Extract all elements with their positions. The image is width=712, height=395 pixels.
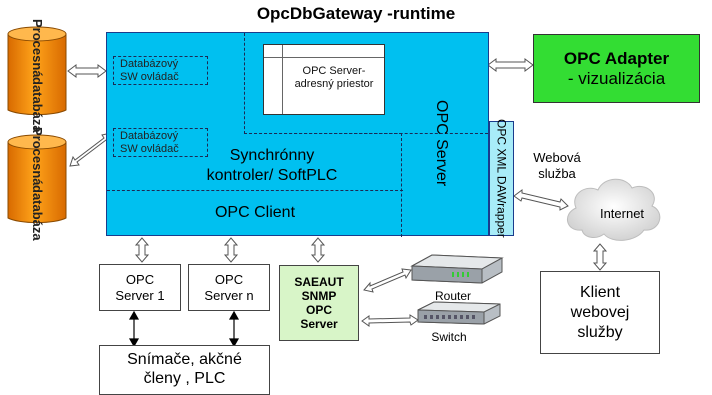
- internet-cloud: [567, 178, 661, 241]
- opc-client-divider: [107, 190, 403, 191]
- arrow-to-opc-server-n: [223, 237, 239, 263]
- switch-device: [417, 301, 501, 325]
- database-cylinder-bottom: [7, 134, 67, 224]
- diagram-title: OpcDbGateway -runtime: [256, 4, 456, 23]
- arrow-to-web-client: [592, 243, 608, 271]
- connector-layer: [7, 26, 661, 348]
- opc-adapter-title: OPC Adapter: [563, 48, 670, 68]
- softplc-boundary: [244, 133, 402, 237]
- arrow-wrapper-internet: [513, 189, 569, 211]
- arrow-to-saeaut: [310, 237, 326, 263]
- database-cylinder-top: [7, 26, 67, 116]
- address-space-header-line: [264, 57, 384, 58]
- opc-server-label: OPC Server: [433, 99, 450, 187]
- address-space-label: OPC Server-adresný priestor: [294, 65, 374, 90]
- arrow-server1-sensors: [128, 310, 140, 348]
- internet-label: Internet: [599, 206, 645, 221]
- arrow-servern-sensors: [228, 310, 240, 348]
- arrow-db-bottom: [69, 132, 112, 167]
- address-space-side-line: [282, 45, 283, 114]
- arrow-to-adapter: [487, 58, 534, 72]
- opc-client-label: OPC Client: [214, 204, 296, 221]
- arrow-db-top: [67, 64, 107, 78]
- arrow-saeaut-router: [363, 268, 412, 293]
- xml-wrapper-box: [489, 121, 514, 236]
- arrow-saeaut-switch: [361, 314, 419, 327]
- router-device: [410, 254, 504, 284]
- address-space-box: OPC Server-adresný priestor: [263, 44, 385, 115]
- router-label: Router: [434, 289, 472, 303]
- opc-adapter-box: OPC Adapter - vizualizácia: [533, 34, 700, 103]
- opc-adapter-subtitle: - vizualizácia: [567, 68, 666, 88]
- arrow-to-opc-server-1: [134, 237, 150, 263]
- switch-label: Switch: [431, 330, 467, 344]
